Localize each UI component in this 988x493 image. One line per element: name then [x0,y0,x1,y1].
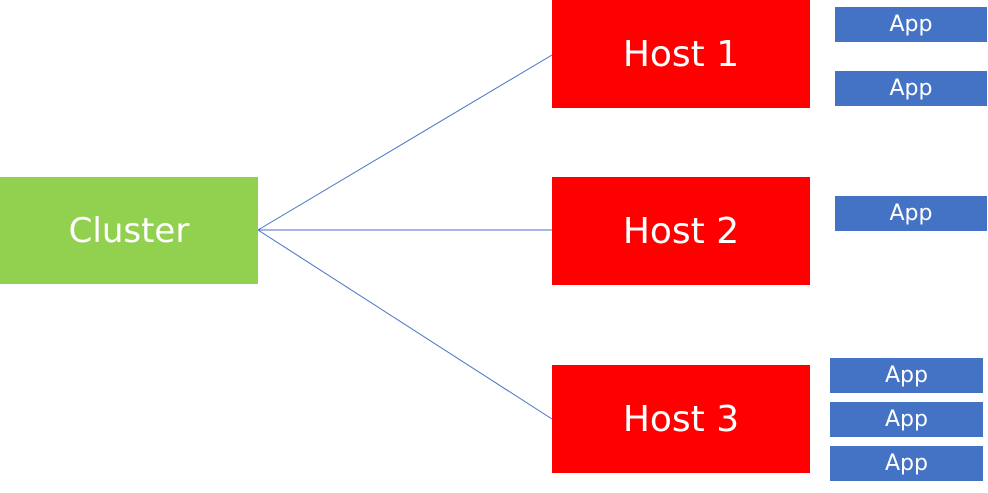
app-node-host-3-1: App [830,358,983,393]
host-node-1: Host 1 [552,0,810,108]
cluster-node: Cluster [0,177,258,284]
app-node-host-3-3: App [830,446,983,481]
app-node-host-1-1: App [835,7,987,42]
link-cluster-host-1 [257,54,553,231]
host-node-3: Host 3 [552,365,810,473]
app-node-host-2-1: App [835,196,987,231]
app-node-host-1-2: App [835,71,987,106]
link-cluster-host-3 [257,229,553,420]
host-node-2: Host 2 [552,177,810,285]
app-node-host-3-2: App [830,402,983,437]
